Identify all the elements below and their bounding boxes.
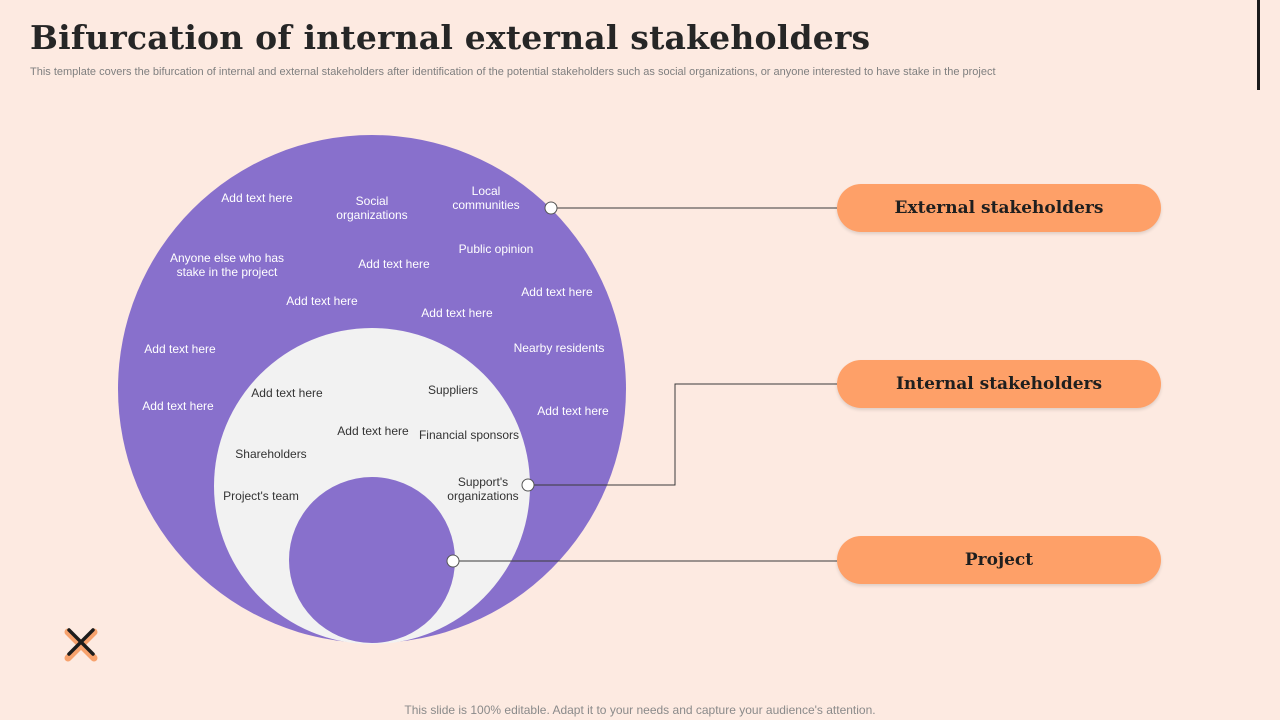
decorative-bar [1257,0,1260,90]
outer-label: Add text here [521,285,593,299]
inner-label: Add text here [251,386,323,400]
outer-label: Public opinion [458,242,534,256]
outer-label: Add text here [537,404,609,418]
inner-circle [289,477,455,643]
outer-label: Add text here [221,191,293,205]
project-callout: Project [837,536,1161,584]
cross-logo-icon [64,628,98,662]
internal-stakeholders-callout: Internal stakeholders [837,360,1161,408]
inner-label: Project's team [223,489,299,503]
page-title: Bifurcation of internal external stakeho… [30,18,871,57]
external-connector-dot [544,201,558,215]
outer-label: Add text here [144,342,216,356]
inner-label: Add text here [337,424,409,438]
external-stakeholders-callout: External stakeholders [837,184,1161,232]
outer-label: Add text here [358,257,430,271]
inner-label: Shareholders [235,447,307,461]
internal-connector [528,383,837,486]
internal-connector-dot [521,478,535,492]
inner-label: Suppliers [427,383,479,397]
outer-label: Add text here [286,294,358,308]
inner-label: Financial sponsors [418,428,520,442]
outer-label: Nearby residents [513,341,605,355]
page-subtitle: This template covers the bifurcation of … [30,66,996,78]
project-connector-dot [446,554,460,568]
outer-label: Add text here [142,399,214,413]
footer-note: This slide is 100% editable. Adapt it to… [404,703,876,717]
outer-label: Add text here [421,306,493,320]
